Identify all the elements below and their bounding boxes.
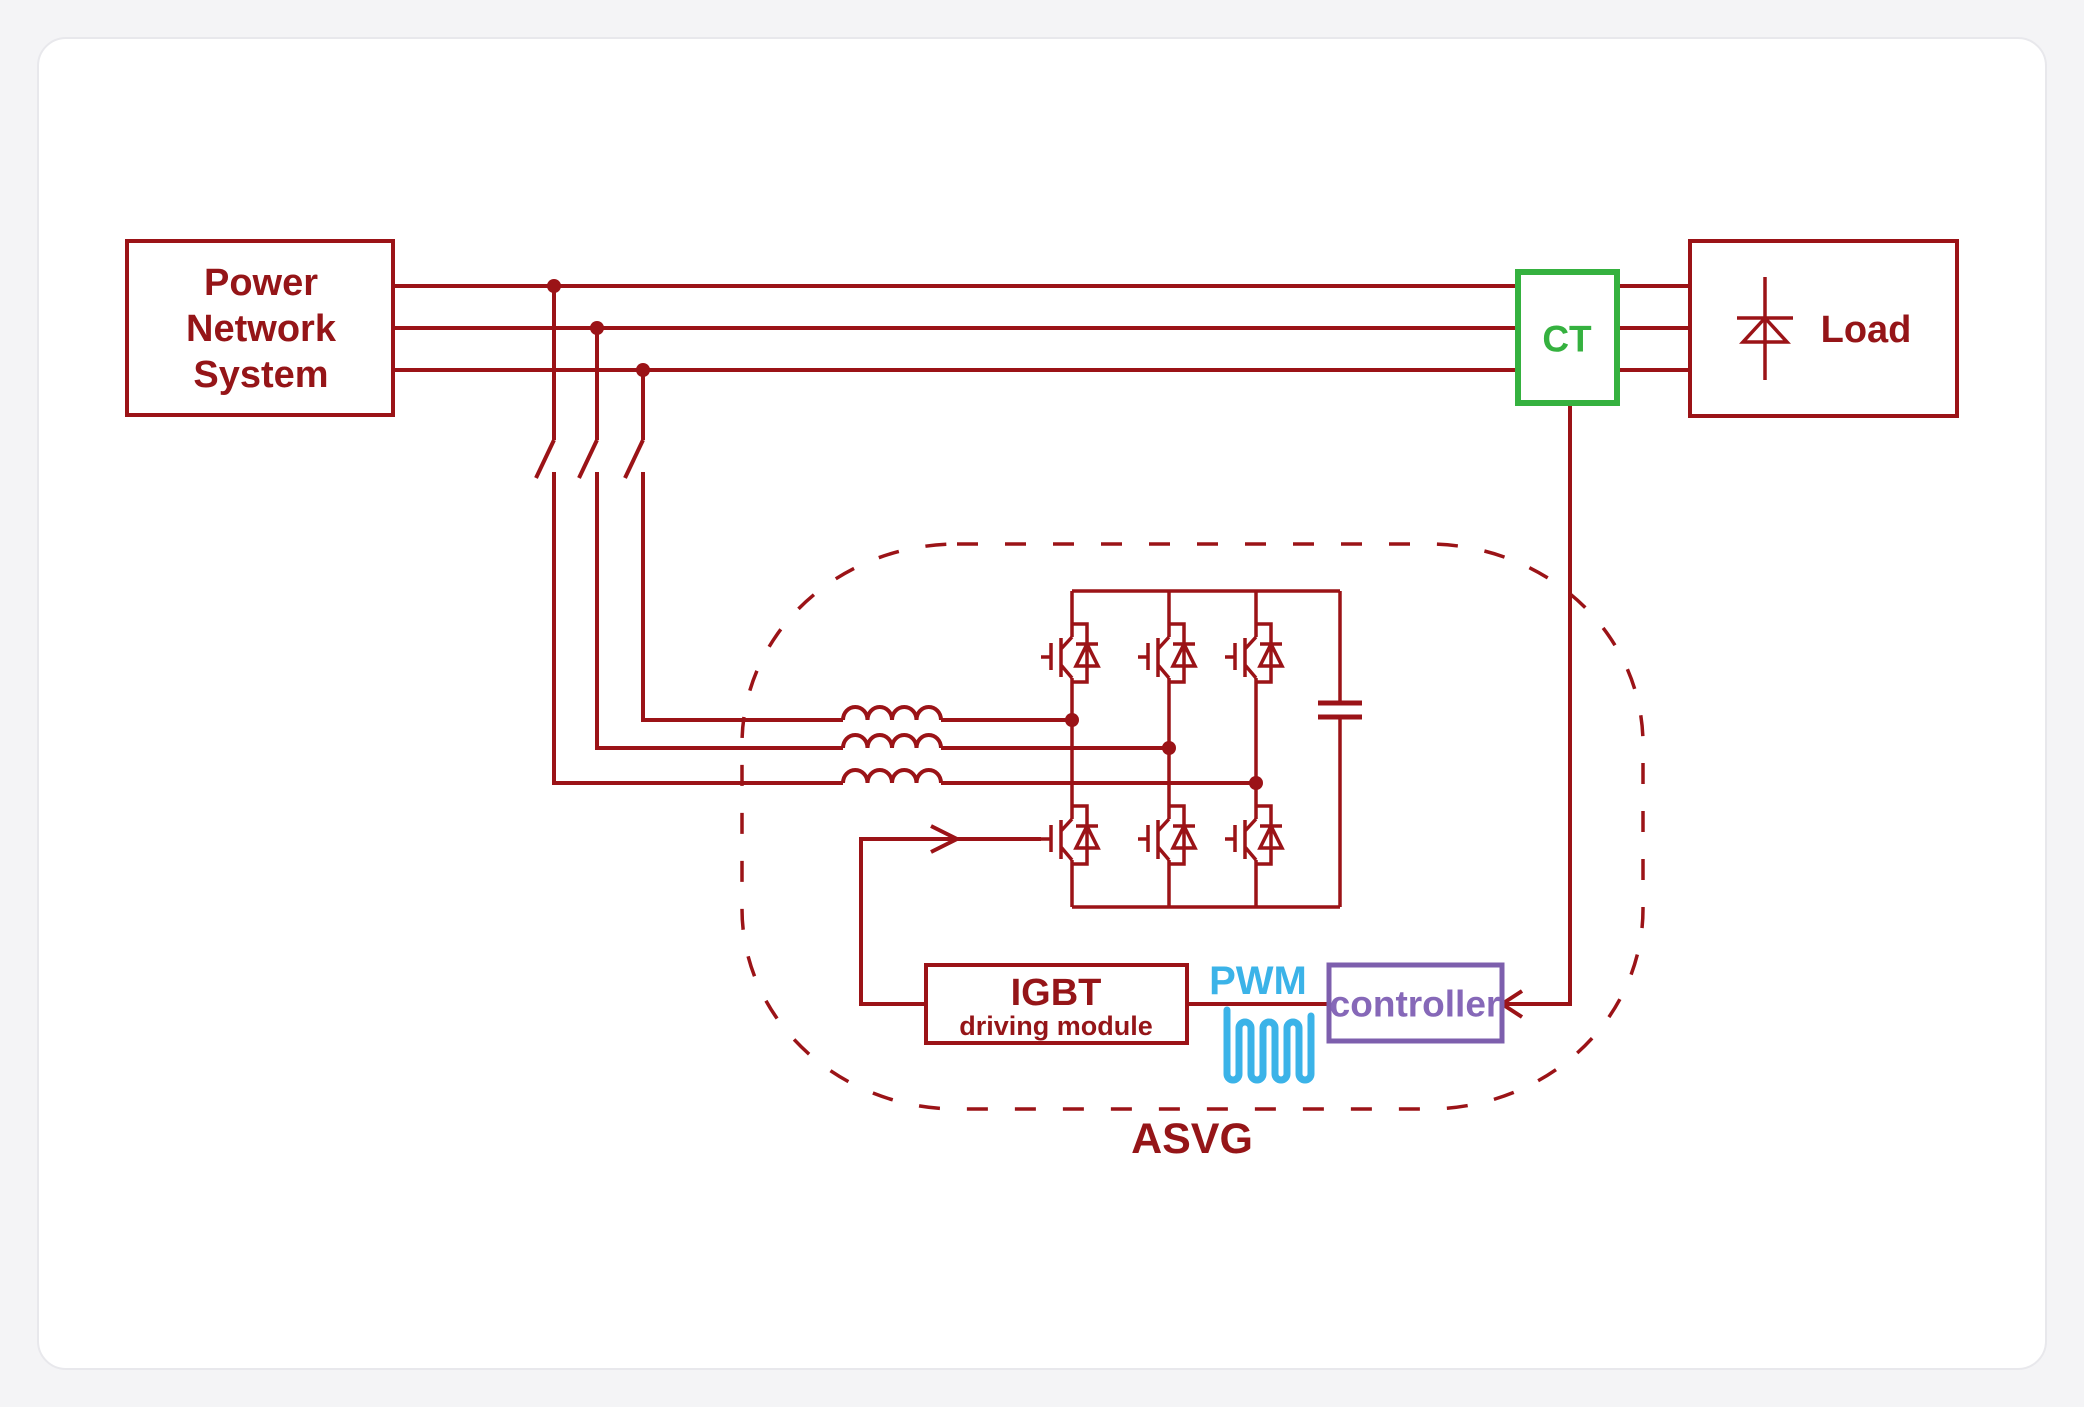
controller-outline xyxy=(1326,962,1505,1044)
pwm-waveform-icon xyxy=(1223,1006,1315,1084)
junction-dot xyxy=(636,363,650,377)
junction-dot xyxy=(590,321,604,335)
tap-branch-c xyxy=(623,370,1072,722)
ct-label: CT xyxy=(1542,319,1592,360)
load-box: Load xyxy=(1688,239,1959,418)
thyristor-load-icon xyxy=(1737,277,1793,380)
junction-dot xyxy=(1162,741,1176,755)
three-phase-bus xyxy=(393,284,1690,372)
junction-dot xyxy=(1249,776,1263,790)
tap-branch-b xyxy=(577,328,1169,750)
controller-label: controller xyxy=(1330,984,1501,1025)
gate-drive-line xyxy=(859,824,1041,1006)
power-network-box: Power Network System xyxy=(125,239,395,417)
gate-drive-arrow-icon xyxy=(930,824,959,854)
igbt-driving-module-label-line2: driving module xyxy=(959,1011,1153,1041)
junction-dots xyxy=(547,279,1263,790)
power-network-label-line3: System xyxy=(193,354,328,396)
junction-dot xyxy=(547,279,561,293)
asvg-tap-branches xyxy=(534,286,1256,785)
power-network-label-line1: Power xyxy=(204,262,318,304)
asvg-label: ASVG xyxy=(1131,1115,1253,1163)
igbt-bridge xyxy=(1039,589,1362,909)
igbt-driving-module-label-line1: IGBT xyxy=(1011,972,1102,1014)
pwm-signal: PWM xyxy=(1209,959,1315,1084)
controller-box: controller xyxy=(1326,962,1505,1044)
ct-box: CT xyxy=(1515,269,1620,406)
pwm-label: PWM xyxy=(1209,959,1307,1003)
dc-capacitor-icon xyxy=(1318,700,1362,720)
gate-drive-wire xyxy=(859,837,1041,1006)
junction-dot xyxy=(1065,713,1079,727)
load-outline xyxy=(1688,239,1959,418)
tap-branch-a xyxy=(534,286,1256,785)
asvg-dashed-boundary xyxy=(740,542,1645,1111)
igbt-driving-module-outline xyxy=(924,963,1189,1045)
load-label: Load xyxy=(1821,309,1912,351)
power-network-outline xyxy=(125,239,395,417)
power-network-label-line2: Network xyxy=(186,308,337,350)
ct-outline xyxy=(1515,269,1620,406)
igbt-driving-module-box: IGBT driving module xyxy=(924,963,1189,1045)
ct-feedback-wire xyxy=(1502,403,1572,1006)
diagram-card xyxy=(37,37,2047,1370)
